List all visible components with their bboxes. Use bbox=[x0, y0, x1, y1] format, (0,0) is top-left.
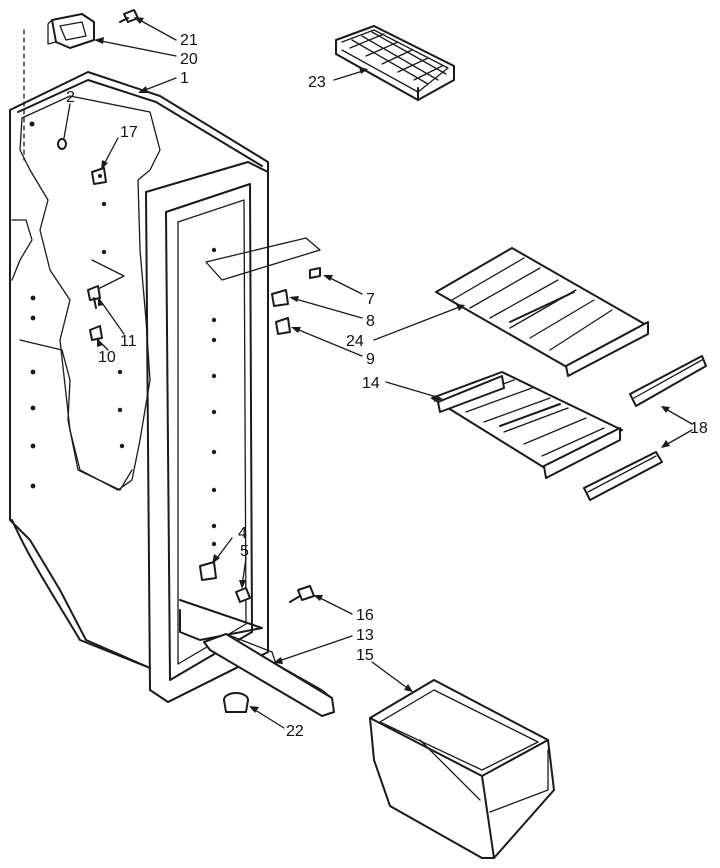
callout-9: 9 bbox=[366, 351, 375, 368]
bracket-part-9 bbox=[275, 317, 291, 335]
left-wall-holes bbox=[30, 201, 125, 489]
fastener-part-10 bbox=[89, 325, 103, 341]
callout-18: 18 bbox=[690, 420, 708, 437]
freezer-liner bbox=[9, 29, 321, 703]
callout-17: 17 bbox=[120, 124, 138, 141]
clip-part-17 bbox=[91, 167, 107, 185]
callout-21: 21 bbox=[180, 32, 198, 49]
callout-20: 20 bbox=[180, 51, 198, 68]
screw-part-16 bbox=[289, 585, 315, 603]
callout-10: 10 bbox=[98, 349, 116, 366]
callout-1: 1 bbox=[180, 70, 189, 87]
rail-part-13 bbox=[203, 633, 335, 717]
callout-23: 23 bbox=[308, 74, 326, 91]
callout-4: 4 bbox=[238, 525, 247, 542]
wire-shelf-part-24 bbox=[435, 247, 649, 377]
screw-part-21 bbox=[119, 9, 139, 23]
callout-7: 7 bbox=[366, 291, 375, 308]
bracket-part-20 bbox=[47, 13, 95, 49]
callout-14: 14 bbox=[362, 375, 380, 392]
callout-15: 15 bbox=[356, 647, 374, 664]
bracket-part-8 bbox=[271, 289, 289, 307]
right-wall-holes bbox=[211, 247, 217, 547]
support-part-4 bbox=[199, 561, 217, 581]
wire-shelf-part-14 bbox=[431, 371, 623, 479]
callout-24: 24 bbox=[346, 333, 364, 350]
callout-labels: 21 20 1 2 17 23 7 8 24 9 11 10 14 18 4 5… bbox=[66, 32, 708, 740]
storage-bin-part-15 bbox=[369, 679, 555, 859]
fastener-part-11 bbox=[87, 285, 101, 309]
plug-part-2 bbox=[57, 138, 67, 150]
shelf-rail-part-18 bbox=[583, 355, 707, 501]
callout-16: 16 bbox=[356, 607, 374, 624]
screw-part-5 bbox=[235, 587, 251, 603]
cap-part-22 bbox=[223, 692, 249, 713]
callout-8: 8 bbox=[366, 313, 375, 330]
callout-13: 13 bbox=[356, 627, 374, 644]
callout-2: 2 bbox=[66, 89, 75, 106]
callout-22: 22 bbox=[286, 723, 304, 740]
ice-tray-part-23 bbox=[335, 25, 455, 101]
callout-11: 11 bbox=[120, 333, 137, 350]
bracket-part-7 bbox=[309, 267, 321, 279]
callout-5: 5 bbox=[240, 543, 249, 560]
leader-lines bbox=[63, 17, 693, 729]
